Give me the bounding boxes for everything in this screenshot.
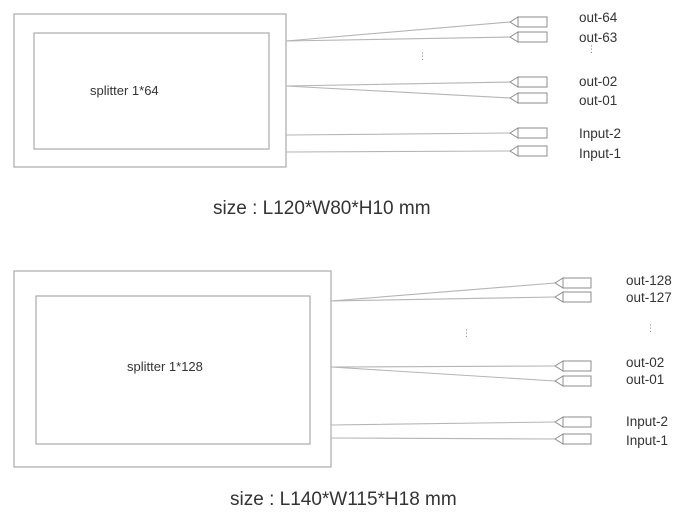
inner-box bbox=[33, 32, 270, 150]
connector bbox=[554, 360, 592, 372]
fiber-line bbox=[330, 421, 591, 426]
port-labels: out-128 out-127 out-02 out-01 Input-2 In… bbox=[626, 273, 672, 448]
connectors bbox=[509, 16, 548, 157]
outer-box bbox=[13, 270, 332, 468]
connector bbox=[509, 31, 548, 43]
fiber-line bbox=[285, 132, 547, 136]
ellipsis-dots: ⋮ bbox=[418, 51, 427, 61]
port-label: Input-1 bbox=[579, 146, 621, 161]
fiber-line bbox=[285, 85, 547, 99]
port-label: out-02 bbox=[626, 355, 664, 370]
connector bbox=[509, 76, 548, 88]
connector bbox=[509, 127, 548, 139]
port-label: Input-2 bbox=[579, 126, 621, 141]
port-label: Input-1 bbox=[626, 433, 668, 448]
port-label: out-64 bbox=[579, 10, 618, 25]
connectors bbox=[554, 277, 592, 445]
port-label: out-01 bbox=[626, 372, 664, 387]
size-caption: size : L140*W115*H18 mm bbox=[230, 489, 457, 510]
fiber-leads bbox=[285, 21, 547, 153]
connector bbox=[554, 277, 592, 289]
port-label: out-63 bbox=[579, 30, 617, 45]
fiber-line bbox=[330, 365, 591, 368]
fiber-line bbox=[330, 366, 591, 382]
size-caption: size : L120*W80*H10 mm bbox=[213, 198, 431, 219]
connector bbox=[509, 145, 548, 157]
ellipsis-dots: ⋮ bbox=[587, 44, 596, 54]
connector bbox=[554, 291, 592, 303]
splitter-title: splitter 1*64 bbox=[90, 83, 159, 98]
port-label: Input-2 bbox=[626, 414, 668, 429]
connector bbox=[509, 16, 548, 28]
port-label: out-128 bbox=[626, 273, 672, 288]
fiber-leads bbox=[330, 282, 591, 440]
outer-box bbox=[13, 13, 287, 168]
inner-box bbox=[35, 295, 311, 445]
port-label: out-127 bbox=[626, 290, 672, 305]
port-labels: out-64 out-63 out-02 out-01 Input-2 Inpu… bbox=[579, 10, 621, 161]
port-label: out-01 bbox=[579, 93, 617, 108]
connector bbox=[554, 375, 592, 387]
fiber-line bbox=[285, 81, 547, 87]
connector bbox=[554, 416, 592, 428]
connector bbox=[509, 92, 548, 104]
ellipsis-dots: ⋮ bbox=[646, 323, 655, 333]
splitter-1x128-diagram: splitter 1*128 ⋮ ⋮ out-128 out-127 out-0… bbox=[13, 270, 672, 510]
connector bbox=[554, 433, 592, 445]
splitter-title: splitter 1*128 bbox=[127, 359, 203, 374]
fiber-line bbox=[285, 150, 547, 153]
port-label: out-02 bbox=[579, 74, 617, 89]
splitter-1x64-diagram: splitter 1*64 ⋮ ⋮ out-64 out-63 out-02 o… bbox=[13, 10, 621, 219]
ellipsis-dots: ⋮ bbox=[462, 328, 471, 338]
fiber-line bbox=[330, 437, 591, 440]
